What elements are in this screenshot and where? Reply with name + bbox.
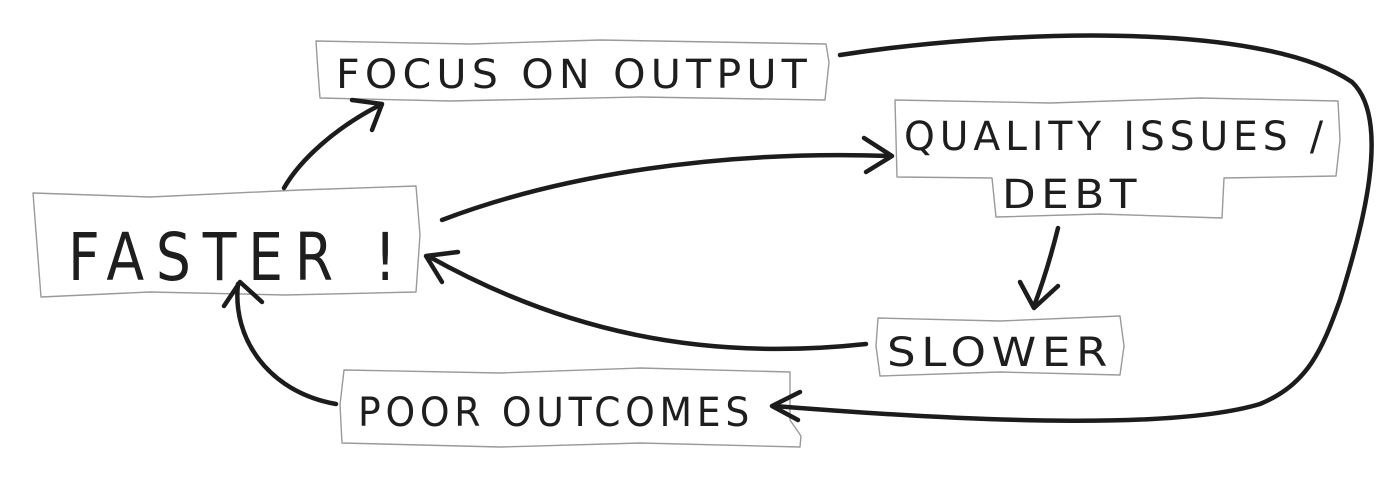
node-label-quality-line1: Quality issues / [904, 114, 1328, 160]
note-paper-slower [875, 315, 1125, 377]
node-label-focus-on-output: Focus on output [336, 52, 812, 98]
arrowhead-icon [423, 249, 461, 285]
connector-line [425, 253, 869, 352]
edge-focus-to-poor [769, 33, 1374, 424]
node-label-slower: Slower [887, 330, 1113, 376]
note-paper-focus [315, 39, 830, 102]
edge-slower-to-faster [423, 249, 869, 352]
edge-faster-to-quality [439, 135, 895, 223]
node-poor-outcomes: Poor outcomes [339, 367, 802, 448]
arrowhead-icon [221, 279, 265, 309]
node-slower: Slower [875, 315, 1125, 377]
edge-poor-to-faster [221, 279, 339, 407]
node-focus-on-output: Focus on output [315, 39, 830, 102]
node-label-quality-line2: Debt [1002, 172, 1142, 218]
node-faster: Faster ! [32, 185, 421, 298]
note-paper-faster [32, 185, 421, 298]
node-label-poor-outcomes: Poor outcomes [358, 390, 754, 436]
node-quality-issues-debt: Quality issues / Debt [894, 97, 1341, 219]
connector-line [235, 281, 339, 407]
arrowhead-icon [349, 97, 385, 133]
note-paper-poor [339, 367, 802, 448]
edge-quality-to-slower [1017, 225, 1061, 311]
note-paper-quality [894, 97, 1341, 219]
connector-line [281, 102, 383, 191]
edge-faster-to-focus [281, 97, 385, 191]
node-label-faster: Faster ! [68, 219, 408, 296]
arrowhead-icon [1017, 279, 1061, 311]
connector-line [439, 152, 893, 223]
arrowhead-icon [861, 135, 895, 175]
connector-line [771, 33, 1374, 424]
connector-line [1031, 225, 1061, 309]
arrowhead-icon [769, 389, 803, 423]
